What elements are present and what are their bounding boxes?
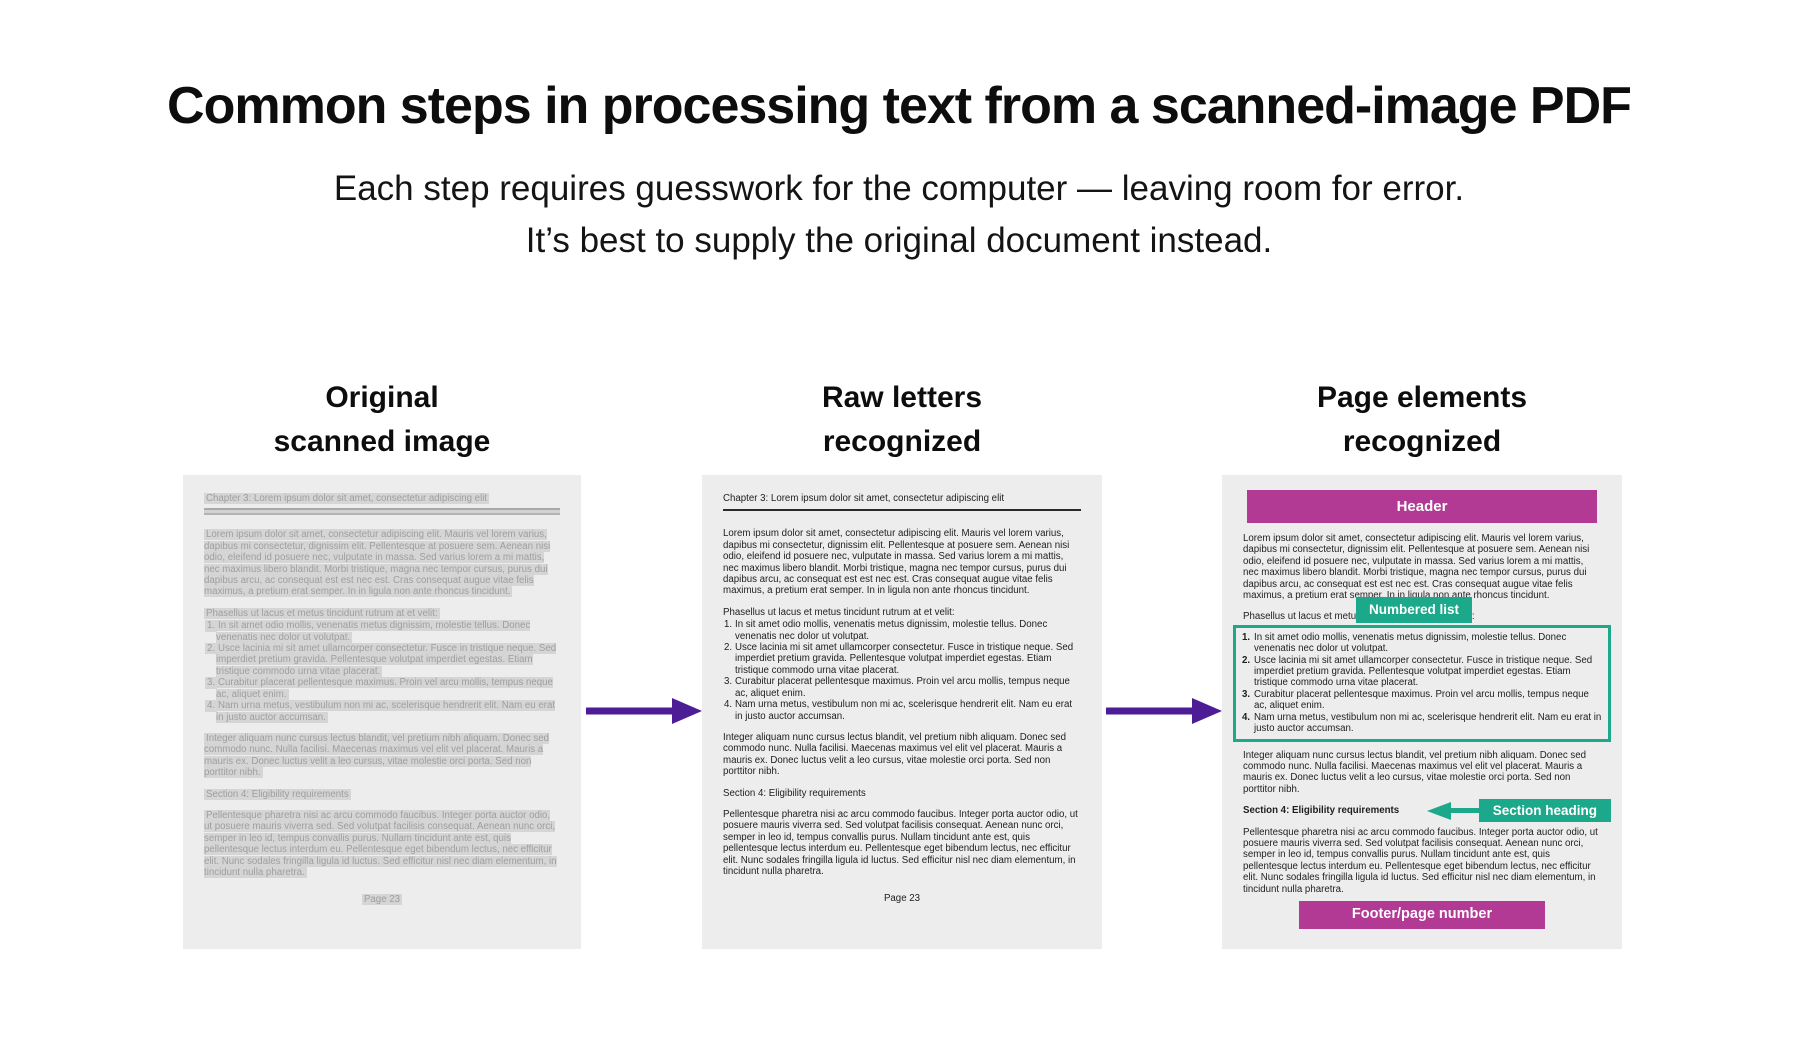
column-heading-page-elements: Page elements recognized: [1316, 381, 1528, 458]
numbered-list: 1.In sit amet odio mollis, venenatis met…: [723, 619, 1081, 722]
paragraph: Pellentesque pharetra nisi ac arcu commo…: [1243, 826, 1598, 895]
flow-arrow-icon: [1106, 698, 1222, 724]
paragraph: Pellentesque pharetra nisi ac arcu commo…: [204, 809, 557, 878]
paragraph: Integer aliquam nunc cursus lectus bland…: [723, 731, 1067, 778]
paragraph: Integer aliquam nunc cursus lectus bland…: [1243, 749, 1587, 795]
column-heading-original: Original scanned image: [273, 381, 491, 458]
section-heading: Section 4: Eligibility requirements: [204, 788, 351, 800]
page-number: Page 23: [883, 893, 921, 905]
ocr-text-document: Chapter 3: Lorem ipsum dolor sit amet, c…: [702, 475, 1102, 905]
flow-arrow-icon: [586, 698, 702, 724]
list-item: 4.Nam urna metus, vestibulum non mi ac, …: [1242, 711, 1602, 735]
column-heading-raw-letters: Raw letters recognized: [821, 381, 983, 458]
list-item: 1.In sit amet odio mollis, venenatis met…: [1242, 631, 1567, 655]
numbered-list: 1.In sit amet odio mollis, venenatis met…: [204, 620, 560, 723]
section-heading-badge: Section heading: [1478, 799, 1611, 823]
chapter-underline: [723, 509, 1081, 512]
numbered-list-badge: Numbered list: [1355, 596, 1473, 623]
list-item: 2.Usce lacinia mi sit amet ullamcorper c…: [1242, 654, 1593, 689]
list-item: 1.In sit amet odio mollis, venenatis met…: [724, 619, 1048, 642]
paragraph: Lorem ipsum dolor sit amet, consectetur …: [723, 528, 1070, 597]
list-item: 2.Usce lacinia mi sit amet ullamcorper c…: [205, 643, 557, 677]
chapter-heading: Chapter 3: Lorem ipsum dolor sit amet, c…: [204, 493, 490, 504]
panel-original-scanned: Chapter 3: Lorem ipsum dolor sit amet, c…: [183, 475, 581, 949]
scanned-document: Chapter 3: Lorem ipsum dolor sit amet, c…: [183, 475, 581, 906]
numbered-list: 1.In sit amet odio mollis, venenatis met…: [1242, 632, 1602, 735]
section-heading-line: Section 4: Eligibility requirements Sect…: [1243, 799, 1611, 823]
panel-raw-letters: Chapter 3: Lorem ipsum dolor sit amet, c…: [702, 475, 1102, 949]
page-number: Page 23: [361, 894, 403, 906]
header-badge: Header: [1247, 490, 1597, 523]
page-title: Common steps in processing text from a s…: [167, 77, 1632, 135]
section-heading-arrow-icon: [1426, 801, 1451, 820]
section-heading: Section 4: Eligibility requirements: [723, 787, 866, 799]
chapter-underline: [204, 508, 560, 516]
paragraph: Lorem ipsum dolor sit amet, consectetur …: [204, 529, 551, 598]
panel-page-elements: Header Lorem ipsum dolor sit amet, conse…: [1222, 475, 1622, 949]
list-intro: Phasellus ut lacus et metus tincidunt ru…: [204, 607, 440, 619]
list-item: 3.Curabitur placerat pellentesque maximu…: [205, 677, 553, 700]
section-heading-annotation: Section heading: [1426, 799, 1611, 823]
paragraph: Lorem ipsum dolor sit amet, consectetur …: [1243, 533, 1590, 602]
list-item: 2.Usce lacinia mi sit amet ullamcorper c…: [724, 642, 1074, 676]
list-item: 1.In sit amet odio mollis, venenatis met…: [205, 620, 531, 643]
paragraph: Integer aliquam nunc cursus lectus bland…: [204, 732, 550, 779]
list-intro: Phasellus ut lacus et metus tincidunt ru…: [723, 606, 955, 618]
list-item: 4.Nam urna metus, vestibulum non mi ac, …: [205, 700, 556, 723]
list-item: 4.Nam urna metus, vestibulum non mi ac, …: [724, 699, 1073, 722]
subtitle-line-2: It’s best to supply the original documen…: [525, 221, 1273, 260]
footer-badge: Footer/page number: [1299, 900, 1545, 929]
list-item: 3.Curabitur placerat pellentesque maximu…: [724, 676, 1070, 699]
section-heading: Section 4: Eligibility requirements: [1243, 805, 1400, 817]
numbered-list-box: Numbered list 1.In sit amet odio mollis,…: [1233, 596, 1611, 742]
section-heading-arrow-shaft: [1449, 808, 1480, 814]
list-item: 3.Curabitur placerat pellentesque maximu…: [1242, 688, 1589, 712]
paragraph: Pellentesque pharetra nisi ac arcu commo…: [723, 808, 1078, 877]
subtitle-line-1: Each step requires guesswork for the com…: [333, 169, 1465, 208]
structured-document: Header Lorem ipsum dolor sit amet, conse…: [1222, 475, 1622, 929]
chapter-heading: Chapter 3: Lorem ipsum dolor sit amet, c…: [723, 493, 1005, 504]
subtitle: Each step requires guesswork for the com…: [0, 163, 1798, 267]
